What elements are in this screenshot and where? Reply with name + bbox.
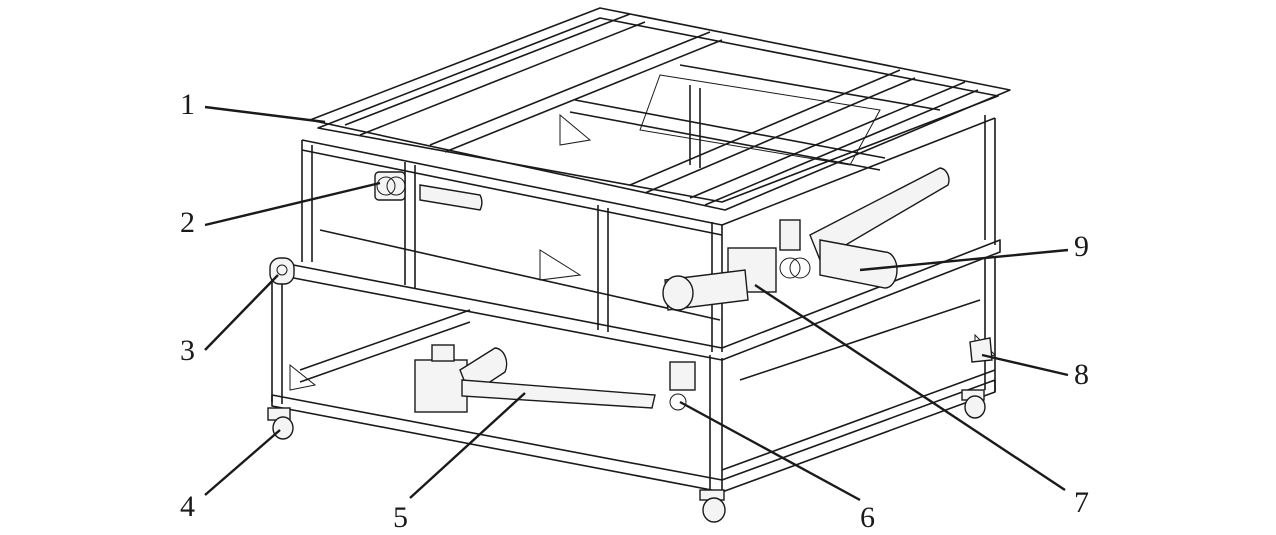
- leader-line-4: [204, 429, 281, 496]
- caster-right: [961, 389, 986, 419]
- actuator-5: [414, 344, 696, 413]
- cylinder-9: [779, 167, 950, 289]
- callout-8: 8: [1074, 358, 1089, 391]
- leader-line-7: [754, 283, 1066, 492]
- callout-3: 3: [180, 334, 195, 367]
- pulley-2: [374, 171, 406, 201]
- caster-4: [267, 407, 294, 440]
- caster-front: [699, 489, 726, 523]
- top-frame: [309, 7, 1011, 211]
- callout-6: 6: [860, 501, 875, 534]
- callout-9: 9: [1074, 230, 1089, 263]
- bracket-8: [969, 337, 993, 363]
- leader-line-1: [204, 105, 326, 124]
- lower-box: [271, 113, 996, 493]
- upper-cylinder: [419, 184, 483, 211]
- callout-2: 2: [180, 206, 195, 239]
- leader-line-3: [204, 274, 279, 351]
- callout-4: 4: [180, 490, 195, 523]
- leader-line-9: [859, 248, 1069, 272]
- leader-line-5: [409, 392, 526, 499]
- upper-box: [277, 85, 1001, 361]
- leader-line-2: [204, 181, 381, 227]
- callout-1: 1: [180, 88, 195, 121]
- leader-line-8: [981, 353, 1069, 377]
- callout-7: 7: [1074, 486, 1089, 519]
- leader-line-6: [679, 400, 861, 502]
- callout-5: 5: [393, 501, 408, 534]
- valve-block-7: [662, 247, 777, 311]
